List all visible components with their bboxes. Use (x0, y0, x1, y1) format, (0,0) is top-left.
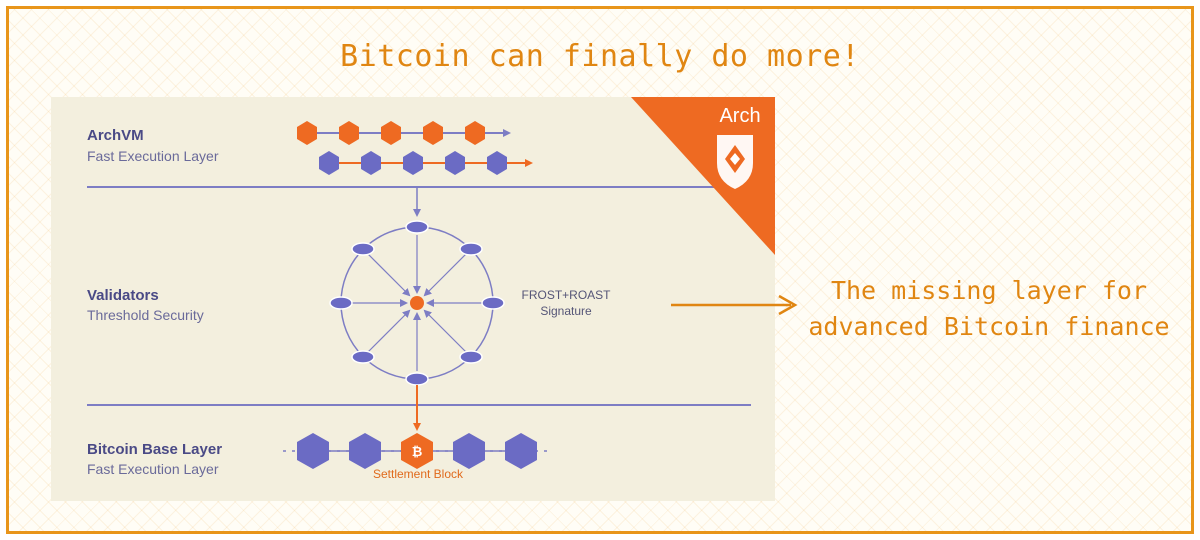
bitcoin-base-chain (283, 433, 547, 469)
diagram-panel: ₿ ArchVM Fast Execution Layer Validators… (51, 97, 775, 501)
settlement-label: Settlement Block (372, 467, 464, 481)
layer-subtitle-bitcoin: Fast Execution Layer (87, 461, 219, 477)
validators-ring (329, 220, 505, 386)
layer-subtitle-validators: Threshold Security (87, 307, 204, 323)
archvm-chain-orange (297, 121, 511, 145)
arch-logo (631, 97, 775, 255)
side-caption: The missing layer for advanced Bitcoin f… (789, 273, 1189, 345)
signature-label-line2: Signature (540, 304, 592, 318)
bitcoin-icon: ₿ (412, 445, 423, 460)
frame: Bitcoin can finally do more! (6, 6, 1194, 534)
signature-label: FROST+ROAST Signature (506, 287, 626, 319)
archvm-chain-purple (319, 151, 533, 175)
headline: Bitcoin can finally do more! (340, 39, 860, 74)
logo-text: Arch (719, 105, 761, 127)
layer-title-validators: Validators (87, 287, 159, 304)
side-caption-line2: advanced Bitcoin finance (808, 312, 1170, 341)
signature-label-line1: FROST+ROAST (521, 288, 611, 302)
diagram-graphic: ₿ (87, 97, 775, 469)
arrow-right-icon (671, 294, 798, 316)
side-caption-line1: The missing layer for (830, 276, 1148, 305)
layer-subtitle-archvm: Fast Execution Layer (87, 148, 219, 164)
layer-title-bitcoin: Bitcoin Base Layer (87, 441, 223, 458)
layer-title-archvm: ArchVM (87, 127, 144, 144)
